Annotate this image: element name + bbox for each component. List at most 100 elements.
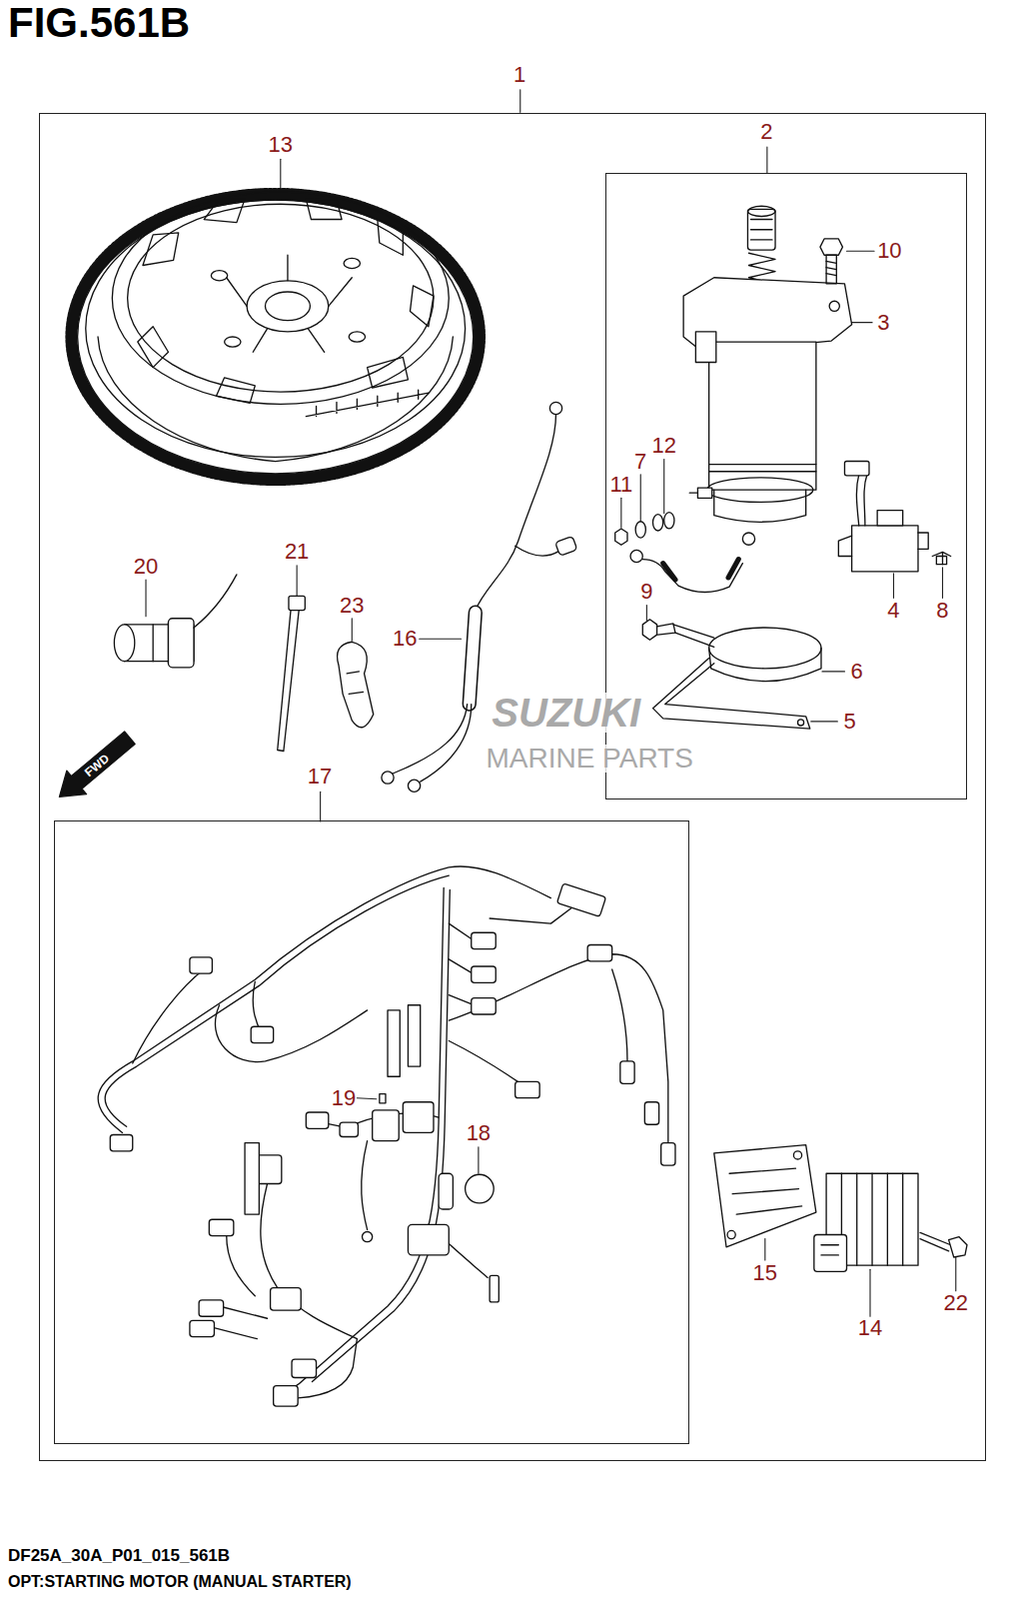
rectifier-regulator-part <box>793 1150 802 1159</box>
wiring-harness-part <box>471 932 497 949</box>
callout-number: 4 <box>887 599 900 622</box>
leader-lines-part <box>356 1097 376 1099</box>
callout-number: 16 <box>392 627 417 650</box>
wiring-harness-part <box>387 1010 400 1076</box>
starter-cable-part <box>663 559 740 580</box>
callout-number: 19 <box>331 1086 356 1109</box>
cable-tie-part <box>277 610 299 752</box>
wiring-harness-part <box>379 1093 386 1103</box>
bolt <box>820 238 843 284</box>
bracket-and-band-part <box>642 619 657 640</box>
bracket-and-band-part <box>709 647 822 681</box>
starter-motor-part <box>709 341 817 490</box>
wiring-harness-part <box>489 1274 499 1302</box>
clamp-part <box>337 641 374 728</box>
nut-and-washers-part <box>653 514 664 531</box>
battery-cable-part <box>515 545 560 556</box>
leader-lines-part <box>296 565 298 597</box>
wiring-harness-part <box>661 1142 676 1165</box>
callout-number: 6 <box>851 660 864 683</box>
battery-cable-part <box>469 414 557 705</box>
wiring-harness-part <box>189 1319 215 1336</box>
wiring-harness-part <box>132 969 204 1063</box>
leader-lines-part <box>351 618 353 641</box>
bracket-and-band <box>642 619 822 729</box>
wiring-harness-part <box>250 1025 273 1042</box>
leader-lines-part <box>942 567 944 599</box>
wiring-harness <box>97 866 676 1406</box>
wiring-harness-part <box>438 1172 453 1209</box>
bolt-part <box>826 254 837 284</box>
starter-relay-part <box>838 532 929 556</box>
starter-relay-part <box>932 551 951 564</box>
leader-lines-part <box>640 474 642 522</box>
leader-lines-part <box>847 250 876 252</box>
leader-lines-part <box>620 497 622 528</box>
bracket-and-band-part <box>653 658 811 729</box>
wiring-harness-part <box>644 1101 659 1124</box>
bracket-and-band-part <box>798 719 805 726</box>
wiring-harness-part <box>270 1287 302 1310</box>
rectifier-regulator-part <box>729 1167 802 1214</box>
callout-number: 3 <box>877 311 890 334</box>
flywheel <box>70 191 479 480</box>
callout-number: 13 <box>268 133 293 156</box>
sensor-part <box>113 624 134 662</box>
flywheel-part <box>264 291 310 321</box>
starter-motor-part <box>709 464 817 472</box>
callout-number: 7 <box>634 450 647 473</box>
flywheel-part <box>246 280 329 332</box>
starter-motor <box>683 205 852 522</box>
callout-number: 21 <box>284 540 309 563</box>
callout-number: 22 <box>944 1291 969 1314</box>
sensor-part <box>167 618 194 668</box>
leader-lines-part <box>419 638 462 640</box>
forward-arrow-part <box>49 726 140 810</box>
wiring-harness-part <box>471 998 497 1015</box>
leader-lines-part <box>811 720 839 722</box>
forward-arrow <box>49 726 140 810</box>
wiring-harness-part <box>339 1121 358 1136</box>
rectifier-regulator-part <box>949 1236 968 1257</box>
starter-motor-part <box>695 331 716 363</box>
flywheel-part <box>111 191 449 404</box>
battery-cable <box>381 401 578 792</box>
starter-relay <box>838 461 951 572</box>
wiring-harness-part <box>109 1133 132 1150</box>
leader-lines-part <box>822 670 845 672</box>
bracket-and-band-part <box>657 623 676 635</box>
sensor <box>113 574 237 668</box>
callout-number: 15 <box>753 1261 778 1284</box>
bolt-part <box>826 260 837 275</box>
sensor-part <box>193 574 237 628</box>
starter-relay-part <box>844 461 870 476</box>
rectifier-regulator-part <box>727 1229 736 1238</box>
callout-number: 23 <box>339 594 364 617</box>
starter-cable-part <box>642 559 743 593</box>
wiring-harness-part <box>448 1040 526 1087</box>
nut-and-washers-part <box>664 512 675 529</box>
flywheel-part <box>97 336 453 462</box>
leader-lines-part <box>764 1238 766 1260</box>
leader-lines-part <box>646 605 648 621</box>
flywheel-part <box>343 257 360 268</box>
rectifier-regulator-part <box>814 1234 848 1272</box>
flywheel-part <box>77 199 474 474</box>
battery-cable-part <box>392 704 472 783</box>
callout-number: 10 <box>877 239 902 262</box>
callout-number: 12 <box>651 434 676 457</box>
flywheel-part <box>127 203 434 392</box>
starter-relay-part <box>936 555 947 564</box>
leader-lines-part <box>144 579 146 617</box>
wiring-harness-part <box>557 883 607 917</box>
cable-tie-part <box>288 595 305 610</box>
nut-and-washers-part <box>635 521 646 538</box>
wiring-harness-part <box>214 1005 367 1062</box>
leader-lines-part <box>477 1146 479 1174</box>
flywheel-part <box>224 336 241 347</box>
drawing-code: DF25A_30A_P01_015_561B <box>7 1546 230 1564</box>
nut-and-washers <box>615 512 675 546</box>
callout-number: 17 <box>307 765 332 788</box>
bolt-part <box>820 238 843 255</box>
battery-cable-part <box>381 771 394 784</box>
